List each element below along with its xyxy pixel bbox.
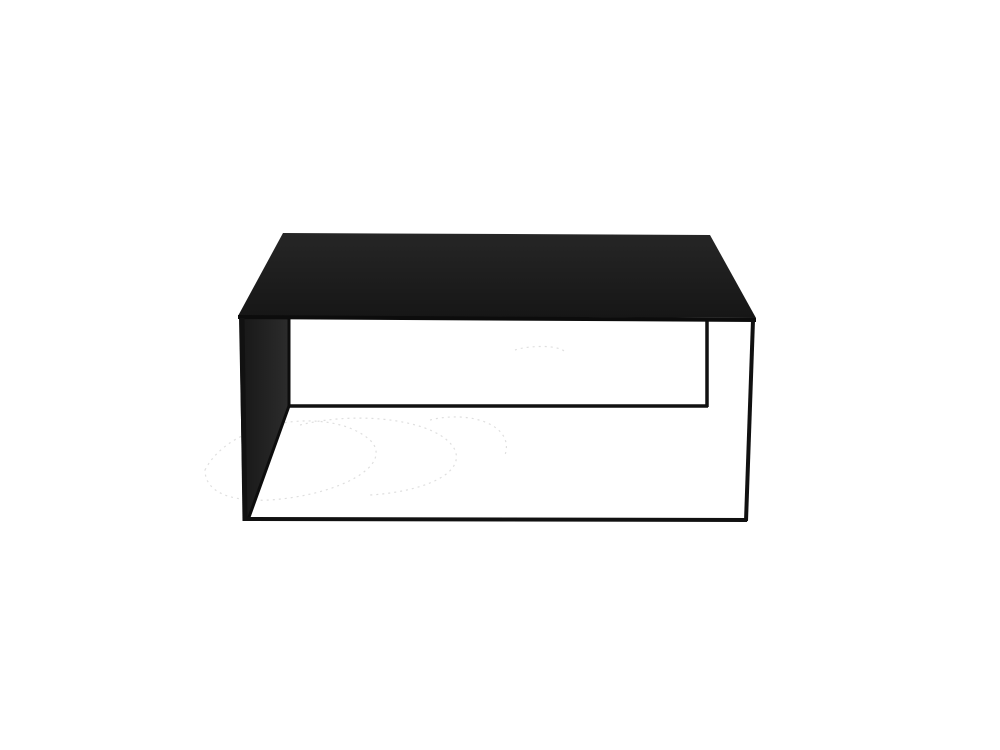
front-right-leg bbox=[744, 319, 755, 522]
side-panel-diagonal bbox=[246, 405, 291, 521]
front-bottom-rail bbox=[243, 517, 748, 522]
table-top bbox=[238, 233, 756, 318]
floor-shadow bbox=[204, 345, 566, 501]
table-top-front-edge bbox=[237, 315, 757, 322]
side-panel bbox=[239, 318, 289, 521]
front-left-leg bbox=[239, 317, 248, 522]
